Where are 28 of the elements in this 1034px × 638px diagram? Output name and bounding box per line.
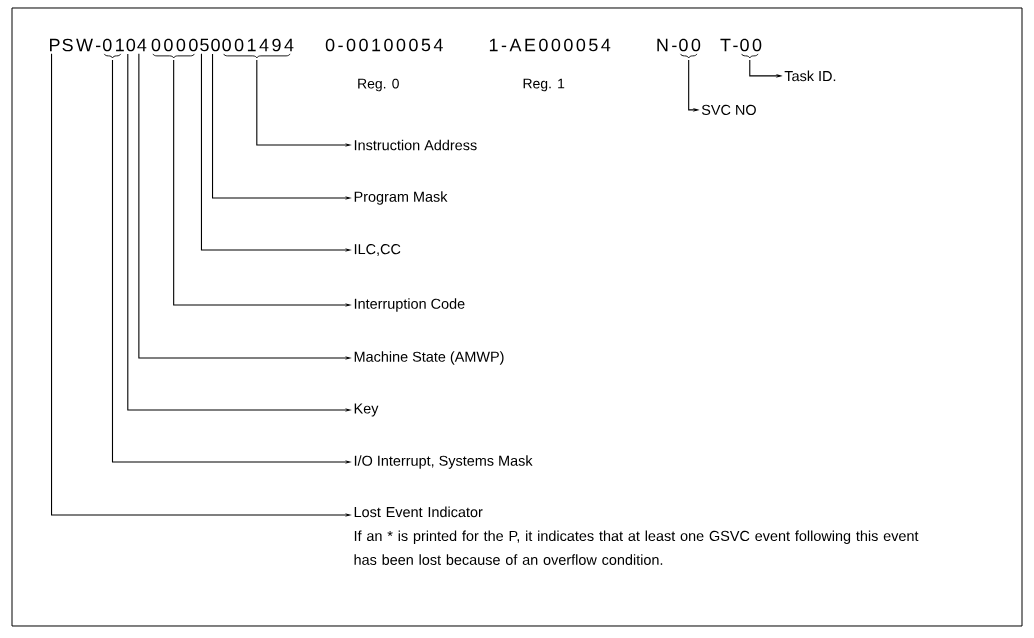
field-description: Key bbox=[354, 403, 379, 417]
field-description: Program Mask bbox=[354, 191, 448, 205]
field-description: I/O Interrupt, Systems Mask bbox=[354, 455, 533, 469]
register-value: SW- bbox=[62, 38, 101, 52]
field-value: 0000 bbox=[151, 38, 198, 52]
register-label: Reg. 1 bbox=[523, 78, 565, 92]
field-value: 4 bbox=[137, 38, 147, 52]
field-value: 00 bbox=[679, 38, 701, 52]
field-description: Interruption Code bbox=[354, 298, 465, 312]
field-value: 5 bbox=[200, 38, 209, 52]
field-description: Lost Event Indicator bbox=[354, 506, 483, 518]
field-value: P bbox=[50, 38, 60, 52]
field-value: 0 bbox=[126, 38, 136, 52]
register-value: N- bbox=[657, 38, 677, 52]
register-value: 1-AE000054 bbox=[489, 38, 611, 52]
field-description: Task ID. bbox=[784, 70, 836, 82]
register-value: 0-00100054 bbox=[325, 38, 443, 52]
field-value: 001494 bbox=[222, 38, 294, 52]
register-value: T- bbox=[720, 38, 738, 52]
field-description: SVC NO bbox=[701, 104, 756, 115]
note-text: If an * is printed for the P, it indicates that at least one GSVC event following this event has been lost because of an overflow condition. bbox=[354, 530, 919, 565]
field-value: 00 bbox=[740, 38, 762, 52]
field-value: 0 bbox=[211, 38, 220, 52]
field-description: Instruction Address bbox=[354, 139, 477, 151]
field-description: ILC,CC bbox=[354, 244, 401, 256]
field-description: Machine State (AMWP) bbox=[354, 351, 504, 365]
field-value: 01 bbox=[102, 38, 124, 52]
register-label: Reg. 0 bbox=[358, 78, 399, 92]
